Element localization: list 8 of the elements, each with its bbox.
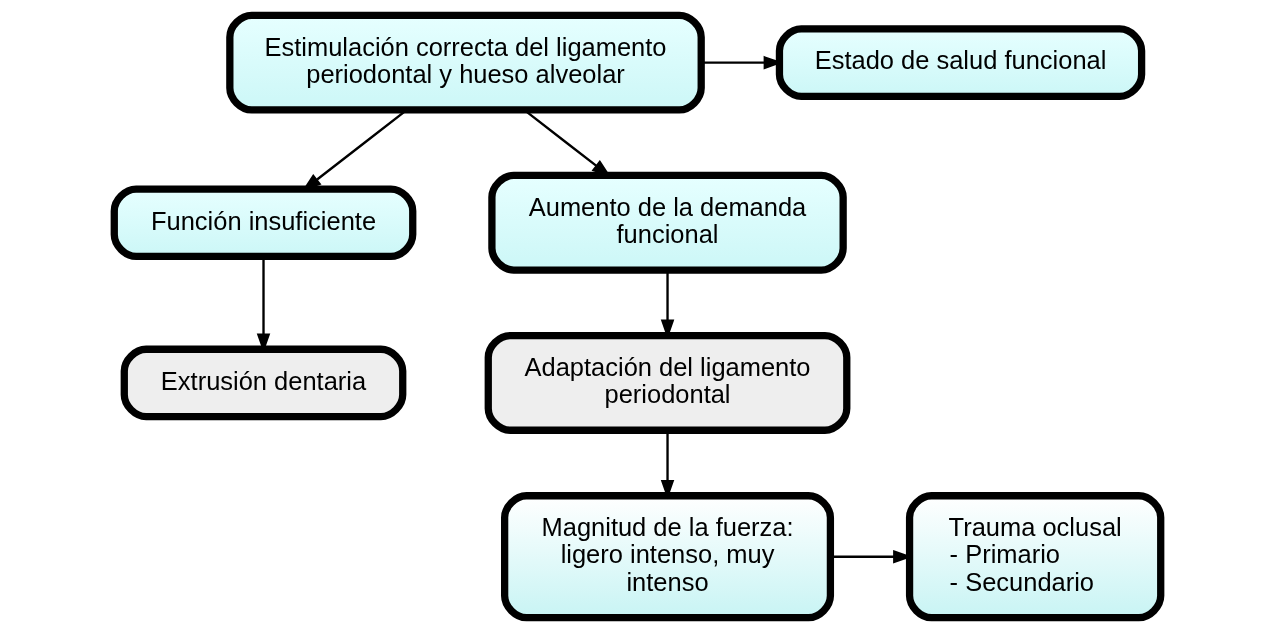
node-box: Extrusión dentaria (120, 345, 406, 421)
node-box: Estimulación correcta del ligamento periodontal y hueso alveolar (225, 11, 705, 114)
node-box: Trauma oclusal - Primario - Secundario (905, 492, 1164, 622)
node-box: Estado de salud funcional (775, 25, 1145, 100)
node-box: Magnitud de la fuerza: ligero intenso, muy intenso (500, 492, 834, 622)
node-box: Aumento de la demanda funcional (487, 171, 847, 274)
node-box: Adaptación del ligamento periodontal (484, 331, 850, 434)
node-box: Función insuficiente (110, 185, 416, 261)
